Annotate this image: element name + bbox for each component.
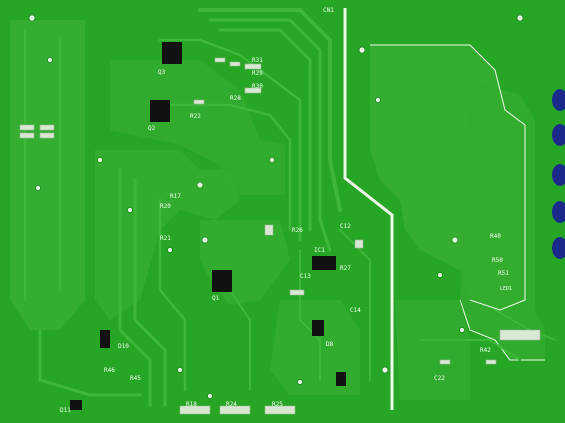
q3-chip	[162, 42, 182, 64]
r40-label: R40	[490, 233, 501, 240]
r46-label: R46	[104, 367, 115, 374]
r51-label: R51	[498, 270, 509, 277]
r50-label: R50	[492, 257, 503, 264]
r45-label: R45	[130, 375, 141, 382]
q3-label: Q3	[158, 69, 166, 76]
q2-label: Q2	[148, 125, 156, 132]
r28-label: R28	[230, 95, 241, 102]
r22-label: R22	[190, 113, 201, 120]
c22-label: C22	[434, 375, 445, 382]
r42-label: R42	[480, 347, 491, 354]
r20-label: R20	[160, 203, 171, 210]
ic1-chip	[312, 256, 336, 270]
r17-label: R17	[170, 193, 181, 200]
traces	[23, 8, 521, 407]
ic-chips	[70, 42, 346, 410]
isolation-slot	[343, 8, 394, 410]
d10-chip	[100, 330, 110, 348]
d8-chip	[312, 320, 324, 336]
ic1-label: IC1	[314, 247, 325, 254]
r18-label: R18	[186, 401, 197, 408]
r31-label: R31	[252, 57, 263, 64]
d11-chip	[70, 400, 82, 410]
c14-label: C14	[350, 307, 361, 314]
smd-pads	[19, 57, 541, 415]
q2-chip	[150, 100, 170, 122]
r25-label: R25	[272, 401, 283, 408]
r26-label: R26	[292, 227, 303, 234]
led-label: LED1	[500, 286, 512, 292]
left-copper-pours	[10, 20, 470, 400]
right-copper-pours	[370, 44, 545, 361]
r30-label: R30	[252, 83, 263, 90]
c12-label: C12	[340, 223, 351, 230]
r21-label: R21	[160, 235, 171, 242]
small-chip	[336, 372, 346, 386]
q1-label: Q1	[212, 295, 220, 302]
c13-label: C13	[300, 273, 311, 280]
r24-label: R24	[226, 401, 237, 408]
d11-label: D11	[60, 407, 71, 414]
vias	[28, 14, 524, 399]
r27-label: R27	[340, 265, 351, 272]
cn1-label: CN1	[323, 7, 334, 14]
d10-label: D10	[118, 343, 129, 350]
q1-chip	[212, 270, 232, 292]
r29-label: R29	[252, 70, 263, 77]
blue-connectors	[552, 89, 565, 259]
silkscreen: CN1 Q3 Q2 Q1 R31 R29 R30 R28 R22 R20 R21…	[60, 7, 512, 414]
d8-label: D8	[326, 341, 334, 348]
